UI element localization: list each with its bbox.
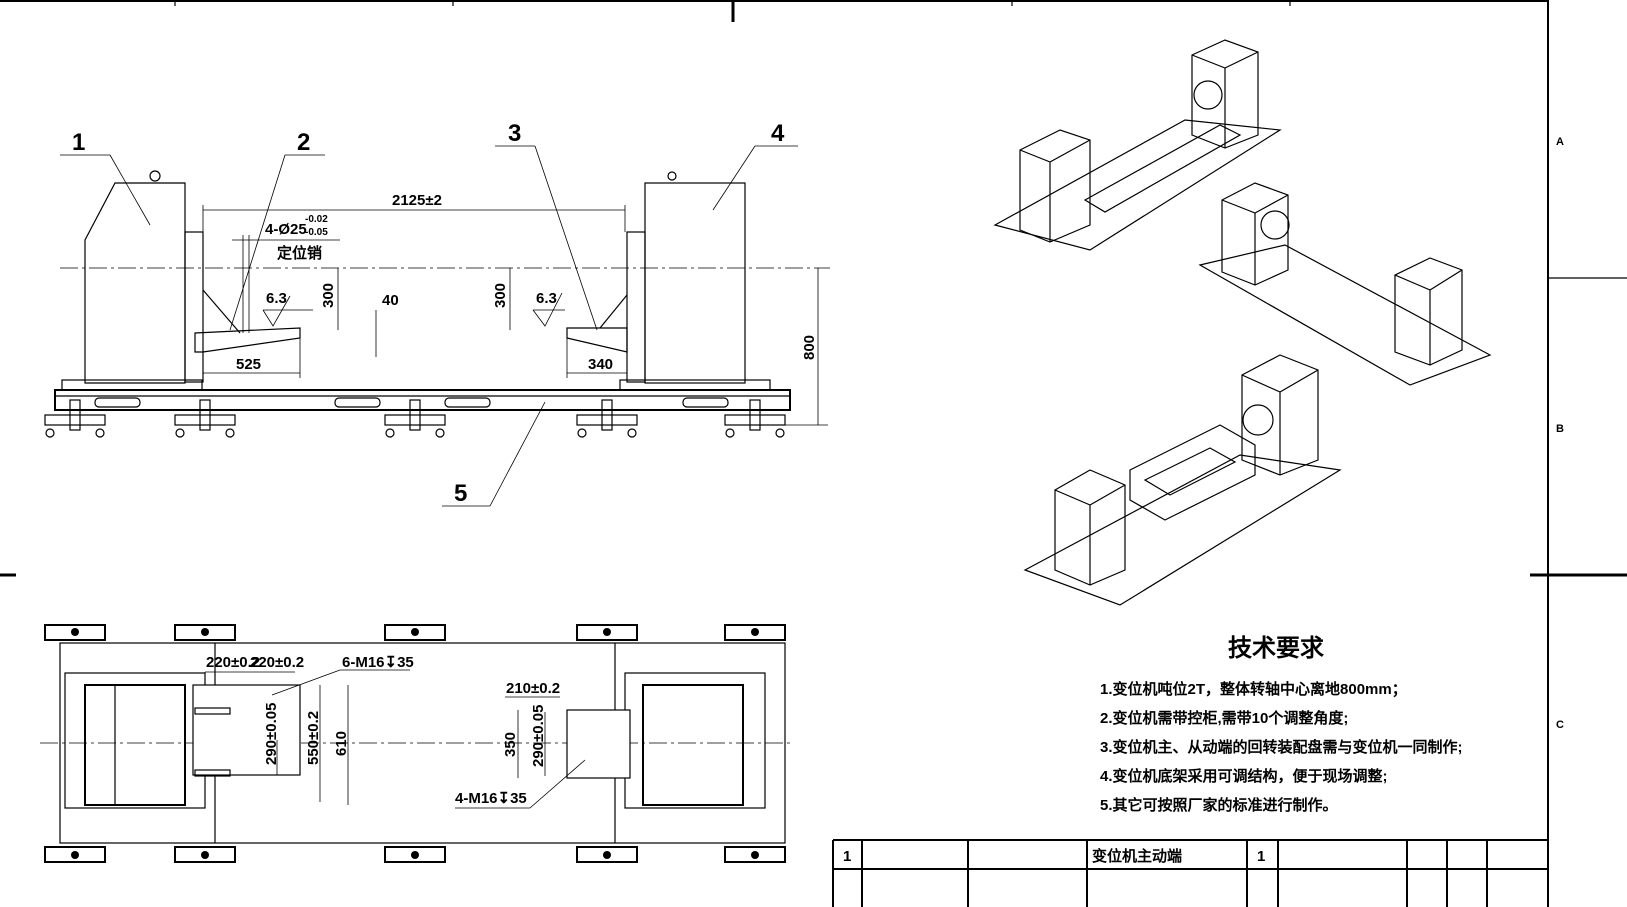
dim-center-height: 800 — [801, 335, 818, 360]
zone-label-a: A — [1556, 136, 1564, 148]
dim-hole-span-right: 290±0.05 — [530, 705, 547, 767]
front-feet — [44, 399, 786, 438]
front-view: 2125±2 4-Ø25 -0.02 -0.05 定位销 6.3 6.3 300… — [44, 120, 830, 507]
dim-length-right: 340 — [588, 356, 613, 373]
pin-tol-lower: -0.05 — [305, 227, 328, 238]
dim-height-left: 300 — [320, 283, 337, 308]
tech-requirements: 技术要求 1.变位机吨位2T，整体转轴中心离地800mm； 2.变位机需带控柜,… — [1100, 635, 1463, 814]
parts-row-name: 变位机主动端 — [1092, 847, 1182, 865]
pin-name: 定位销 — [277, 244, 322, 262]
tech-requirements-title: 技术要求 — [1228, 635, 1324, 662]
dim-spacing-2: 220±0.2 — [250, 654, 304, 671]
dim-spacing-right: 210±0.2 — [506, 680, 560, 697]
dim-height-right: 300 — [492, 283, 509, 308]
dim-length-left: 525 — [236, 356, 261, 373]
parts-row-index: 1 — [843, 848, 851, 865]
parts-table: 1 变位机主动端 1 — [832, 839, 1548, 907]
balloon-5: 5 — [454, 480, 467, 507]
tech-requirement-item: 2.变位机需带控柜,需带10个调整角度; — [1100, 709, 1348, 727]
isometric-view-1 — [993, 39, 1282, 251]
balloon-4: 4 — [771, 120, 785, 147]
dim-hole-span-left: 290±0.05 — [263, 703, 280, 765]
tech-requirement-item: 5.其它可按照厂家的标准进行制作。 — [1100, 796, 1338, 814]
roughness-left: 6.3 — [266, 290, 287, 307]
zone-label-c: C — [1556, 719, 1564, 731]
tech-requirement-item: 3.变位机主、从动端的回转装配盘需与变位机一同制作; — [1100, 738, 1463, 756]
isometric-view-2 — [1198, 182, 1492, 386]
zone-label-b: B — [1556, 423, 1564, 435]
pin-tol-upper: -0.02 — [305, 214, 328, 225]
roughness-right: 6.3 — [536, 290, 557, 307]
tech-requirement-item: 1.变位机吨位2T，整体转轴中心离地800mm； — [1100, 680, 1407, 698]
dim-pin-callout: 4-Ø25 — [265, 221, 307, 238]
parts-row-qty: 1 — [1257, 848, 1265, 865]
top-feet — [44, 624, 786, 863]
dim-plate-span-left: 550±0.2 — [305, 711, 322, 765]
balloon-1: 1 — [72, 129, 85, 156]
dim-width-right: 350 — [502, 732, 519, 757]
dim-overall-length: 2125±2 — [392, 192, 442, 209]
tech-requirement-item: 4.变位机底架采用可调结构，便于现场调整; — [1100, 767, 1388, 785]
isometric-view-3 — [1023, 354, 1342, 606]
dim-spacing-1: 220±0.2 — [206, 654, 260, 671]
dim-width-left: 610 — [333, 731, 350, 756]
balloon-3: 3 — [508, 120, 521, 147]
top-view: 220±0.2 220±0.2 6-M16↧35 290±0.05 550±0.… — [40, 624, 790, 863]
dim-step: 40 — [382, 292, 399, 309]
thread-left: 6-M16↧35 — [342, 654, 414, 671]
balloon-2: 2 — [297, 129, 310, 156]
thread-right: 4-M16↧35 — [455, 790, 527, 807]
